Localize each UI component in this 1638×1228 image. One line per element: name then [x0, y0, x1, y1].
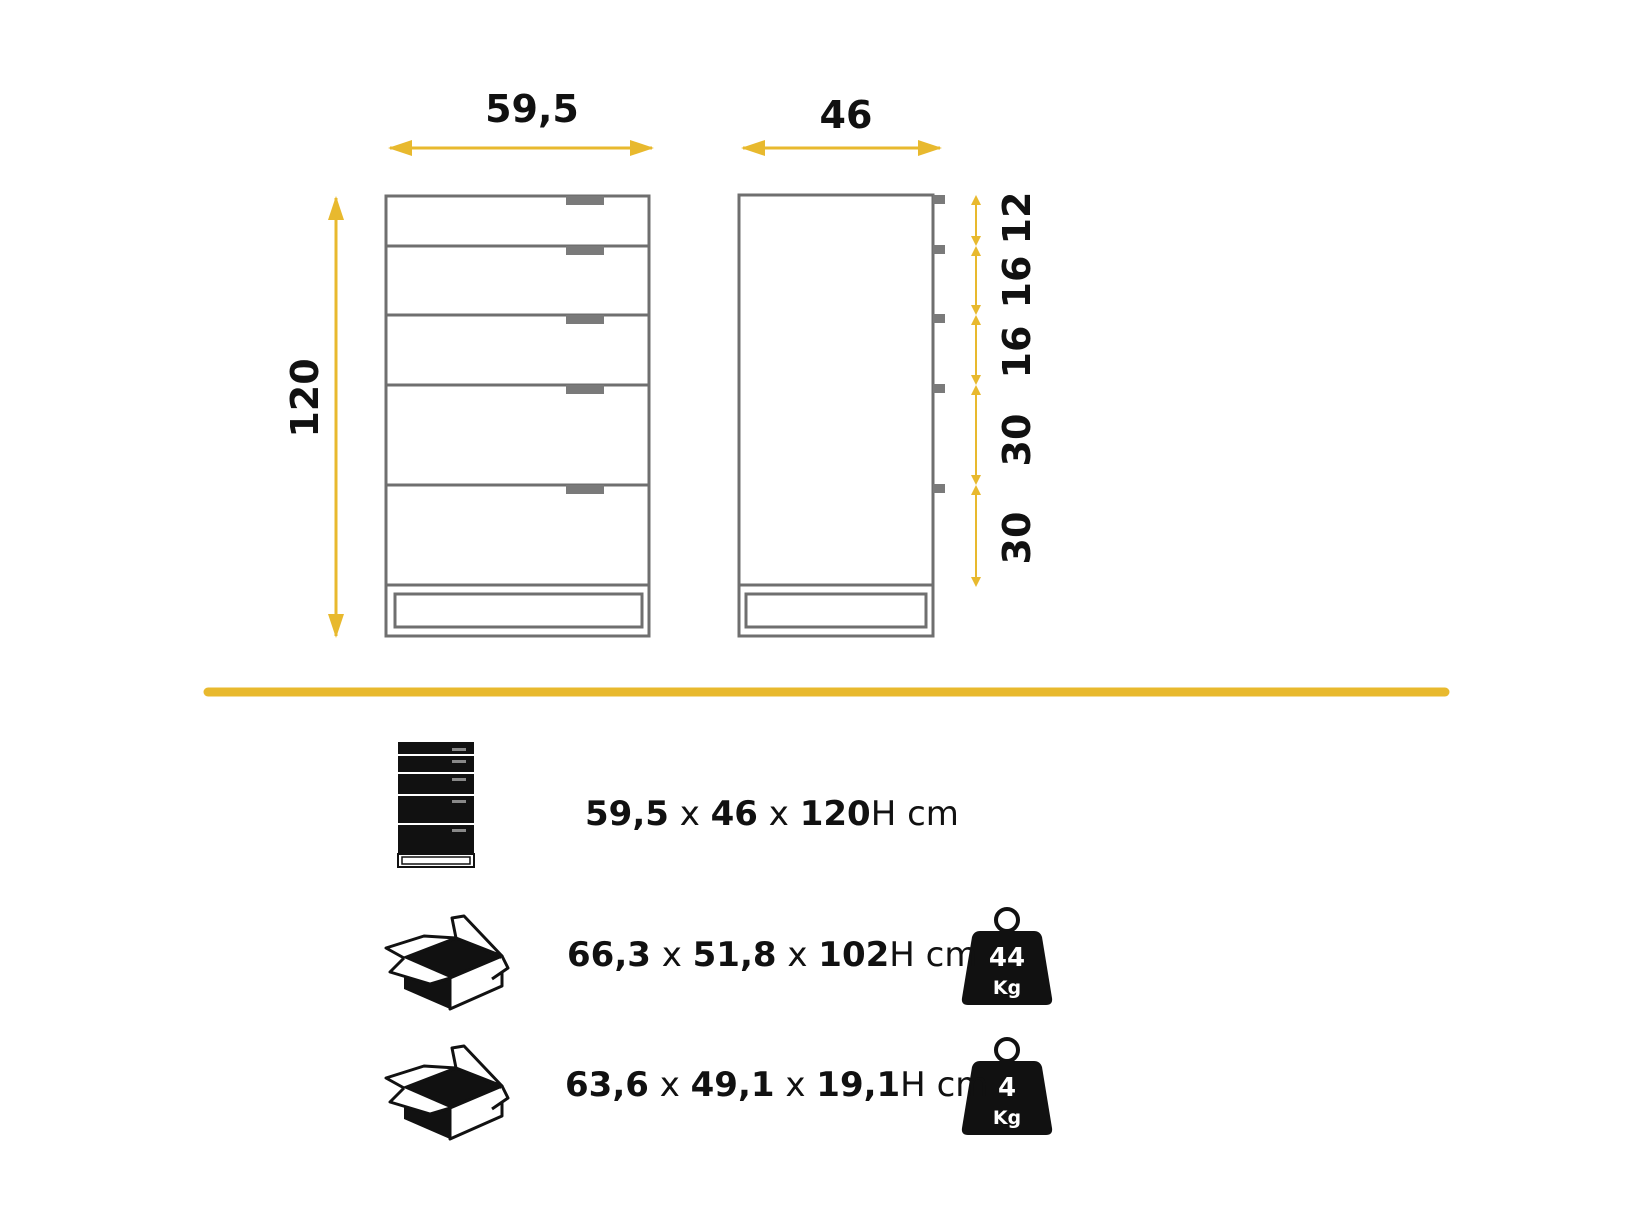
- dimension-unit: cm: [907, 794, 959, 834]
- dimension-separator: x: [787, 935, 808, 975]
- weight-value: 44: [989, 943, 1025, 973]
- height-marker: H: [900, 1065, 926, 1105]
- width-dimension-label: 59,5: [485, 87, 579, 131]
- drawer-2-height-label: 16: [995, 256, 1039, 309]
- dimension-separator: x: [785, 1065, 806, 1105]
- weight-value: 4: [998, 1073, 1016, 1103]
- open-box-icon: [384, 1044, 510, 1141]
- weight-icon: 4 Kg: [961, 1037, 1053, 1135]
- height-dimension-label: 120: [283, 358, 327, 437]
- weight-icon: 44 Kg: [961, 907, 1053, 1005]
- height-marker: H: [889, 935, 915, 975]
- dimension-depth: 46: [710, 794, 758, 834]
- side-view: [737, 193, 945, 638]
- product-dimensions: 59,5 x 46 x 120H cm: [585, 794, 959, 834]
- weight-unit: Kg: [993, 977, 1021, 999]
- drawer-5-height-label: 30: [995, 512, 1039, 565]
- open-box-icon: [384, 914, 510, 1011]
- depth-dimension-label: 46: [820, 93, 873, 137]
- dimension-depth: 49,1: [690, 1065, 775, 1105]
- height-marker: H: [870, 794, 897, 834]
- chest-of-drawers-icon: [397, 742, 475, 868]
- package-2-dimensions: 63,6 x 49,1 x 19,1H cm: [565, 1065, 988, 1105]
- dimension-depth: 51,8: [692, 935, 777, 975]
- dimension-separator: x: [659, 1065, 680, 1105]
- front-view: [384, 194, 651, 638]
- dimension-separator: x: [768, 794, 789, 834]
- dimension-separator: x: [679, 794, 700, 834]
- package-1-dimensions: 66,3 x 51,8 x 102H cm: [567, 935, 977, 975]
- dimension-width: 63,6: [565, 1065, 649, 1105]
- dimension-height: 102: [818, 935, 890, 975]
- dimension-height: 120: [799, 794, 871, 834]
- drawer-1-height-label: 12: [995, 192, 1039, 245]
- weight-unit: Kg: [993, 1107, 1021, 1129]
- dimension-width: 59,5: [585, 794, 669, 834]
- dimension-unit: cm: [936, 1065, 989, 1105]
- dimension-separator: x: [661, 935, 682, 975]
- dimension-height: 19,1: [816, 1065, 901, 1105]
- drawer-4-height-label: 30: [995, 414, 1039, 467]
- dimension-width: 66,3: [567, 935, 651, 975]
- dimension-unit: cm: [925, 935, 978, 975]
- drawer-3-height-label: 16: [995, 326, 1039, 379]
